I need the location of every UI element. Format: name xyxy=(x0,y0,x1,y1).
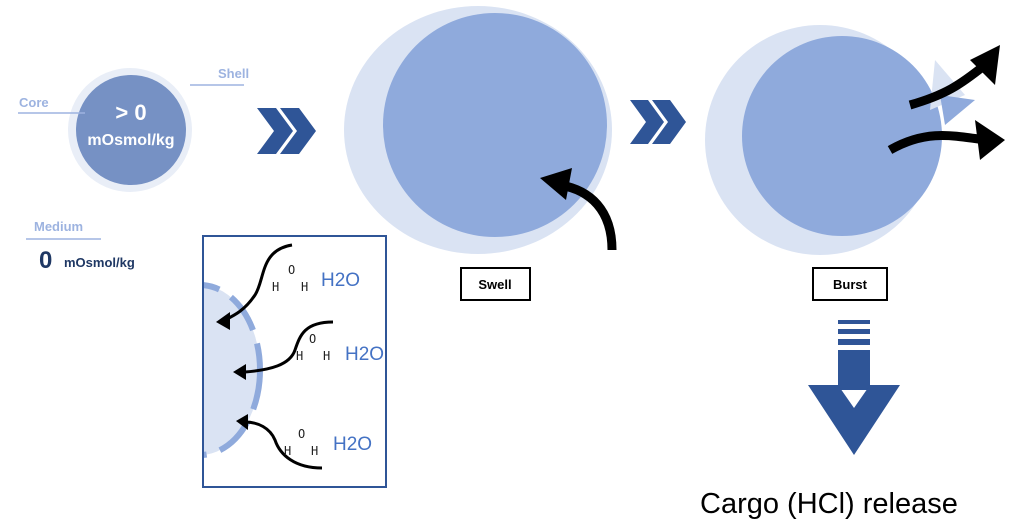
inflow-arrowhead-icon xyxy=(540,168,572,200)
core-value: > 0 xyxy=(115,100,146,125)
water-label: H2O xyxy=(345,344,384,365)
core-fragment xyxy=(940,95,975,125)
chevron-arrow-icon xyxy=(630,100,686,144)
core-label: Core xyxy=(19,95,49,110)
swell-box xyxy=(460,267,531,301)
hydrogen-atom: H xyxy=(323,349,330,363)
burst-box xyxy=(812,267,888,301)
hydrogen-atom: H xyxy=(301,280,308,294)
hydrogen-atom: H xyxy=(296,349,303,363)
swollen-core xyxy=(383,13,607,237)
chevron-arrow-icon xyxy=(257,108,316,154)
burst-arrowhead-icon xyxy=(975,120,1005,160)
water-label: H2O xyxy=(321,270,360,291)
hydrogen-atom: H xyxy=(284,444,291,458)
down-arrow-icon xyxy=(808,320,900,455)
burst-arrow-icon xyxy=(887,131,986,154)
burst-label: Burst xyxy=(833,277,868,292)
medium-value: 0 xyxy=(39,247,52,274)
release-label: Cargo (HCl) release xyxy=(700,488,958,520)
burst-arrow-icon xyxy=(908,61,988,110)
shell-label: Shell xyxy=(218,66,249,81)
hydrogen-atom: H xyxy=(272,280,279,294)
inflow-arrow-icon xyxy=(559,180,617,251)
swell-label: Swell xyxy=(478,277,511,292)
inset-panel: O H H O H H O H H H2O H2O H2O xyxy=(202,235,387,488)
core-circle xyxy=(76,75,186,185)
core-unit: mOsmol/kg xyxy=(87,132,174,149)
medium-unit: mOsmol/kg xyxy=(64,255,135,270)
oxygen-atom: O xyxy=(309,332,316,346)
burst-arrowhead-icon xyxy=(970,45,1000,85)
oxygen-atom: O xyxy=(298,427,305,441)
burst-core xyxy=(742,36,942,236)
oxygen-atom: O xyxy=(288,263,295,277)
medium-label: Medium xyxy=(34,219,83,234)
hydrogen-atom: H xyxy=(311,444,318,458)
water-label: H2O xyxy=(333,434,372,455)
